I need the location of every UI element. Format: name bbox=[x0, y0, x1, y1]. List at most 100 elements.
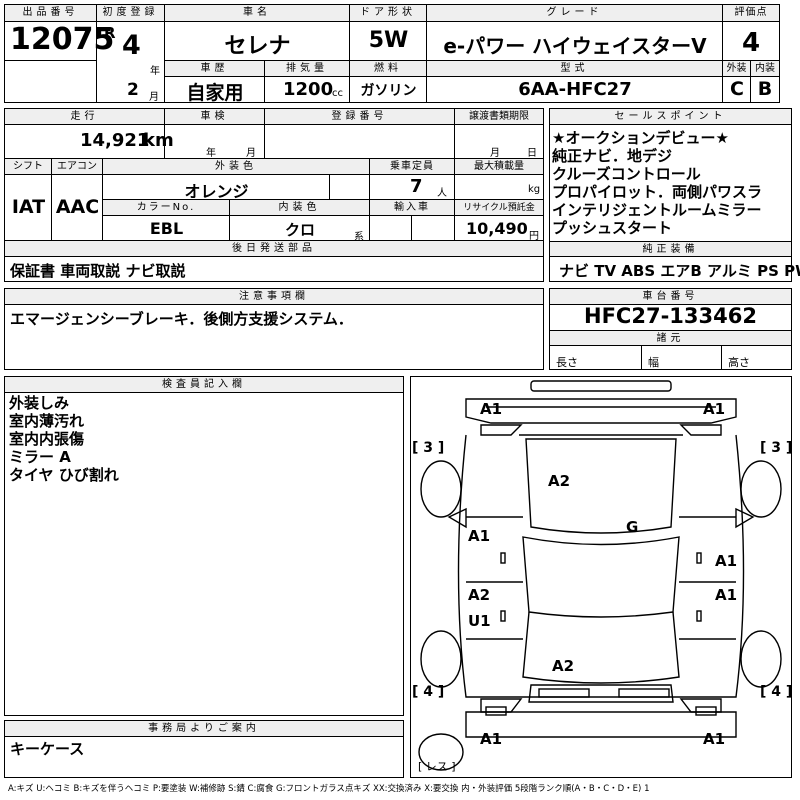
lot-number-cell bbox=[5, 22, 97, 61]
height-label: 高さ bbox=[728, 356, 750, 369]
transfer-label: 譲渡書類期限 bbox=[455, 109, 543, 125]
int-color-cell bbox=[230, 216, 370, 241]
mark-tire-rear-left: [ 4 ] bbox=[412, 684, 445, 700]
mileage-cell bbox=[5, 125, 165, 159]
shift: IAT bbox=[11, 196, 46, 218]
int-color: クロ bbox=[284, 221, 315, 239]
month-unit: 月 bbox=[149, 92, 159, 103]
specs-box bbox=[4, 108, 544, 282]
max-load-label: 最大積載量 bbox=[455, 159, 543, 175]
sales-point-label: セールスポイント bbox=[550, 109, 791, 125]
ext-color-divider bbox=[103, 175, 330, 200]
sales-point-item: クルーズコントロール bbox=[552, 165, 701, 183]
sales-point-box bbox=[549, 108, 792, 282]
notes: エマージェンシーブレーキ．後側方支援システム． bbox=[10, 310, 353, 328]
mark-right-rear-door: A1 bbox=[715, 586, 738, 604]
door-label: ドア形状 bbox=[350, 5, 427, 22]
displacement-unit: cc bbox=[332, 88, 343, 99]
mark-left-rear-door-a: A2 bbox=[468, 586, 491, 604]
exterior-grade: C bbox=[730, 78, 744, 100]
mark-glass: G bbox=[626, 518, 639, 536]
chassis-box bbox=[549, 288, 792, 370]
color-no: EBL bbox=[149, 219, 184, 238]
first-reg-year: 4 bbox=[122, 30, 141, 61]
exterior-cell bbox=[723, 77, 751, 102]
year-unit: 年 bbox=[150, 66, 160, 77]
shift-cell bbox=[5, 175, 52, 241]
recycle-label: リサイクル預託金 bbox=[455, 200, 543, 216]
mileage-unit: km bbox=[143, 130, 174, 151]
first-reg-label: 初度登録 bbox=[97, 5, 165, 22]
import-label: 輸入車 bbox=[370, 200, 455, 216]
car-diagram bbox=[418, 380, 782, 771]
notes-box bbox=[4, 288, 544, 370]
mark-rear-left-corner: A1 bbox=[480, 730, 503, 748]
length-label: 長さ bbox=[556, 356, 578, 369]
ext-color: オレンジ bbox=[184, 182, 249, 201]
inspector-item: 外装しみ bbox=[9, 394, 70, 412]
capacity: 7 bbox=[410, 176, 423, 197]
grade-label: グレード bbox=[427, 5, 723, 22]
model-label: 型式 bbox=[427, 61, 723, 77]
ext-color-cell bbox=[103, 175, 370, 200]
length-cell bbox=[550, 346, 642, 369]
lot-number-spare bbox=[5, 61, 97, 102]
first-reg-month: 2 bbox=[127, 80, 139, 100]
inspector-list: 外装しみ 室内薄汚れ 室内内張傷 ミラー A タイヤ ひび割れ bbox=[9, 394, 119, 484]
grade-cell bbox=[427, 22, 723, 61]
score-label: 評価点 bbox=[723, 5, 779, 22]
first-reg-cell bbox=[97, 22, 165, 102]
displacement-label: 排気量 bbox=[265, 61, 350, 77]
mark-tire-rear-right: [ 4 ] bbox=[760, 684, 793, 700]
vehicle-summary-box bbox=[4, 4, 780, 103]
interior-label: 内装 bbox=[751, 61, 779, 77]
inspector-item: 室内内張傷 bbox=[9, 430, 85, 448]
later-parts: 保証書 車両取説 ナビ取説 bbox=[10, 262, 186, 280]
grade: e-パワー ハイウェイスターV bbox=[443, 34, 707, 58]
sales-point-item: プッシュスタート bbox=[552, 219, 673, 237]
chassis-number: HFC27-133462 bbox=[584, 304, 757, 328]
fuel-label: 燃料 bbox=[350, 61, 427, 77]
int-color-unit: 系 bbox=[354, 232, 364, 243]
mark-tire-front-right: [ 3 ] bbox=[760, 440, 793, 456]
car-name-cell bbox=[165, 22, 350, 61]
damage-legend: A:キズ U:ヘコミ B:キズを伴うヘコミ P:要塗装 W:補修跡 S:錆 C:… bbox=[8, 784, 650, 794]
sales-point-item: インテリジェントルームミラー bbox=[552, 201, 762, 219]
history-label: 車歴 bbox=[165, 61, 265, 77]
fuel: ガソリン bbox=[360, 83, 417, 99]
capacity-unit: 人 bbox=[437, 188, 447, 199]
car-diagram-box bbox=[410, 376, 792, 778]
car-name: セレナ bbox=[224, 34, 291, 59]
mark-hood: A2 bbox=[548, 472, 571, 490]
sales-point-item: ★オークションデビュー★ bbox=[552, 129, 729, 147]
inspection-month-unit: 月 bbox=[246, 148, 256, 159]
office-label: 事務局よりご案内 bbox=[5, 721, 403, 737]
mark-left-rear-door-u: U1 bbox=[468, 612, 491, 630]
aircon-cell bbox=[52, 175, 103, 241]
transfer-cell bbox=[455, 125, 543, 159]
score-cell bbox=[723, 22, 779, 61]
recycle-cell bbox=[455, 216, 543, 241]
width-cell bbox=[642, 346, 722, 369]
mark-front-left-corner: A1 bbox=[480, 400, 503, 418]
model: 6AA-HFC27 bbox=[518, 79, 632, 100]
model-cell bbox=[427, 77, 723, 102]
registration-cell bbox=[265, 125, 455, 159]
import-divider bbox=[370, 216, 412, 241]
inspector-item: ミラー A bbox=[9, 448, 71, 466]
notes-label: 注意事項欄 bbox=[5, 289, 543, 305]
exterior-label: 外装 bbox=[723, 61, 751, 77]
import-cell bbox=[370, 216, 455, 241]
mark-spare-tire: [ レス ] bbox=[418, 760, 456, 773]
aircon-label: エアコン bbox=[52, 159, 103, 175]
car-name-label: 車名 bbox=[165, 5, 350, 22]
dims-label: 諸元 bbox=[550, 330, 791, 346]
lot-number-label: 出品番号 bbox=[5, 5, 97, 22]
mark-front-right-corner: A1 bbox=[703, 400, 726, 418]
registration-label: 登録番号 bbox=[265, 109, 455, 125]
office-box bbox=[4, 720, 404, 778]
door-cell bbox=[350, 22, 427, 61]
mark-left-front-door: A1 bbox=[468, 527, 491, 545]
sales-point-item: プロパイロット．両側パワスラ bbox=[552, 183, 763, 201]
lot-number: 12075 bbox=[10, 22, 115, 57]
